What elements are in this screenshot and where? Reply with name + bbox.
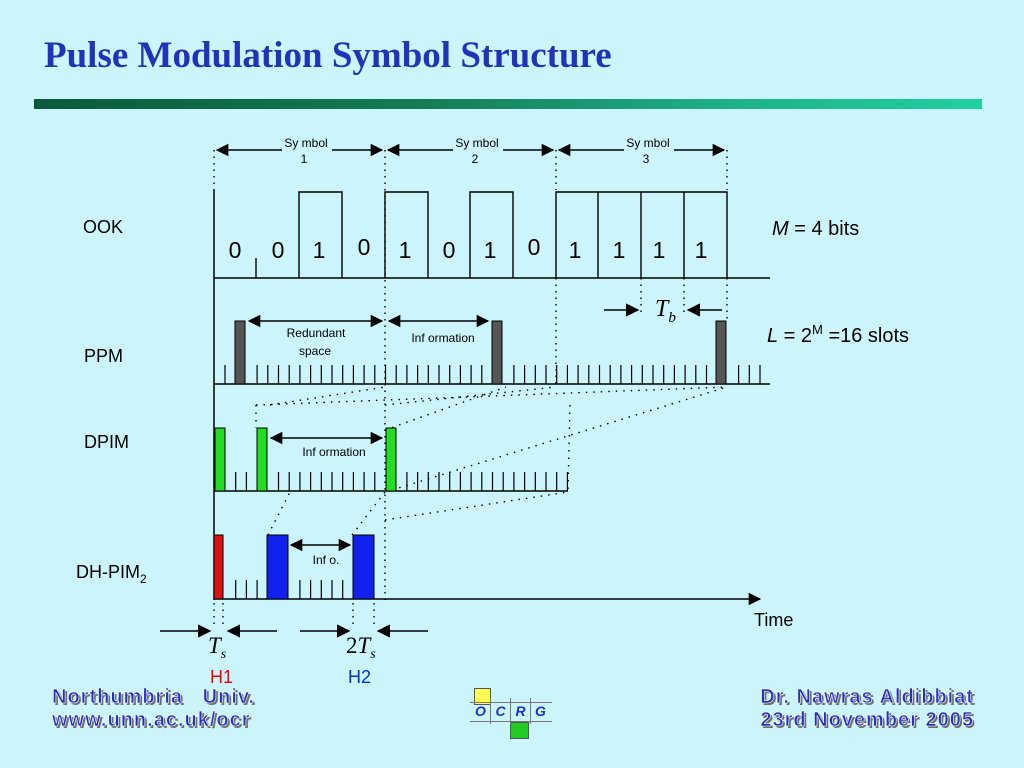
row-label-dhpim: DH-PIM2 [76,562,147,586]
symbol-labels: Sy mbol 1 Sy mbol 2 Sy mbol 3 [284,136,669,166]
row-label-ook: OOK [83,217,123,237]
ppm-pulse-1 [234,320,246,385]
ook-waveform [214,191,770,279]
logo-letter-g: G [535,703,546,719]
dpim-pulse-1 [214,427,226,492]
ppm-slot-ticks [224,365,761,384]
ts-label: Ts [208,633,227,662]
ook-bit: 0 [528,234,541,260]
symbol-3-number: 3 [643,152,650,166]
logo-letter-c: C [495,703,506,719]
ook-bit: 0 [229,237,242,263]
ook-bit: 1 [313,237,326,263]
ook-bit: 1 [484,237,497,263]
ook-bit: 1 [695,237,708,263]
ook-bit: 0 [272,237,285,263]
two-ts-label: 2Ts [346,633,376,662]
ook-bit: 1 [399,237,412,263]
dpim-to-dhpim-connectors [267,491,569,536]
ook-bit-values: 0 0 1 0 1 0 1 0 1 1 1 1 [229,234,708,263]
row-label-dpim: DPIM [84,432,129,452]
symbol-2-word: Sy mbol [455,136,498,150]
dhpim-info-label: Inf o. [313,553,340,567]
row-labels: OOK PPM DPIM DH-PIM2 [76,217,147,586]
dhpim-h2-pulse-2 [352,534,375,600]
dhpim-h1-pulse [213,534,224,600]
symbol-2-number: 2 [472,152,479,166]
ppm-to-dpim-connectors [255,386,728,491]
ook-bit: 1 [569,237,582,263]
ook-bit: 0 [443,237,456,263]
ppm-pulse-2 [491,320,503,385]
page-title: Pulse Modulation Symbol Structure [44,35,612,76]
ppm-pulse-3 [715,320,727,385]
redundant-label-1: Redundant [287,326,346,340]
dhpim-slot-ticks [235,580,344,599]
symbol-boundaries [213,150,728,600]
h1-label: H1 [210,667,233,687]
dpim-pulse-2 [256,427,268,492]
ppm-information-label: Inf ormation [411,331,474,345]
dhpim-h2-pulse-1 [266,534,289,600]
footer-url: www.unn.ac.uk/ocr [52,709,251,732]
symbol-1-number: 1 [301,152,308,166]
ook-bit: 1 [613,237,626,263]
dpim-information-label: Inf ormation [302,445,365,459]
footer-university: Northumbria Univ. [52,686,256,709]
logo-letter-o: O [475,703,486,719]
redundant-label-2: space [299,344,331,358]
ocrg-logo: O C R G [470,686,556,739]
m-bits-label: M = 4 bits [772,218,859,240]
logo-letter-r: R [515,703,526,719]
symbol-3-word: Sy mbol [626,136,669,150]
dpim-slot-ticks [235,472,569,491]
footer-date: 23rd November 2005 [760,709,974,732]
ook-bit: 1 [653,237,666,263]
row-label-ppm: PPM [84,346,123,366]
footer-author: Dr. Nawras Aldibbiat [760,686,974,709]
l-slots-label: L = 2M =16 slots [767,322,909,347]
h2-label: H2 [348,667,371,687]
ook-bit: 0 [358,234,371,260]
symbol-1-word: Sy mbol [284,136,327,150]
time-axis-label: Time [754,610,793,630]
dpim-pulse-3 [385,427,397,492]
title-divider [34,99,982,109]
tb-label: Tb [655,296,676,326]
